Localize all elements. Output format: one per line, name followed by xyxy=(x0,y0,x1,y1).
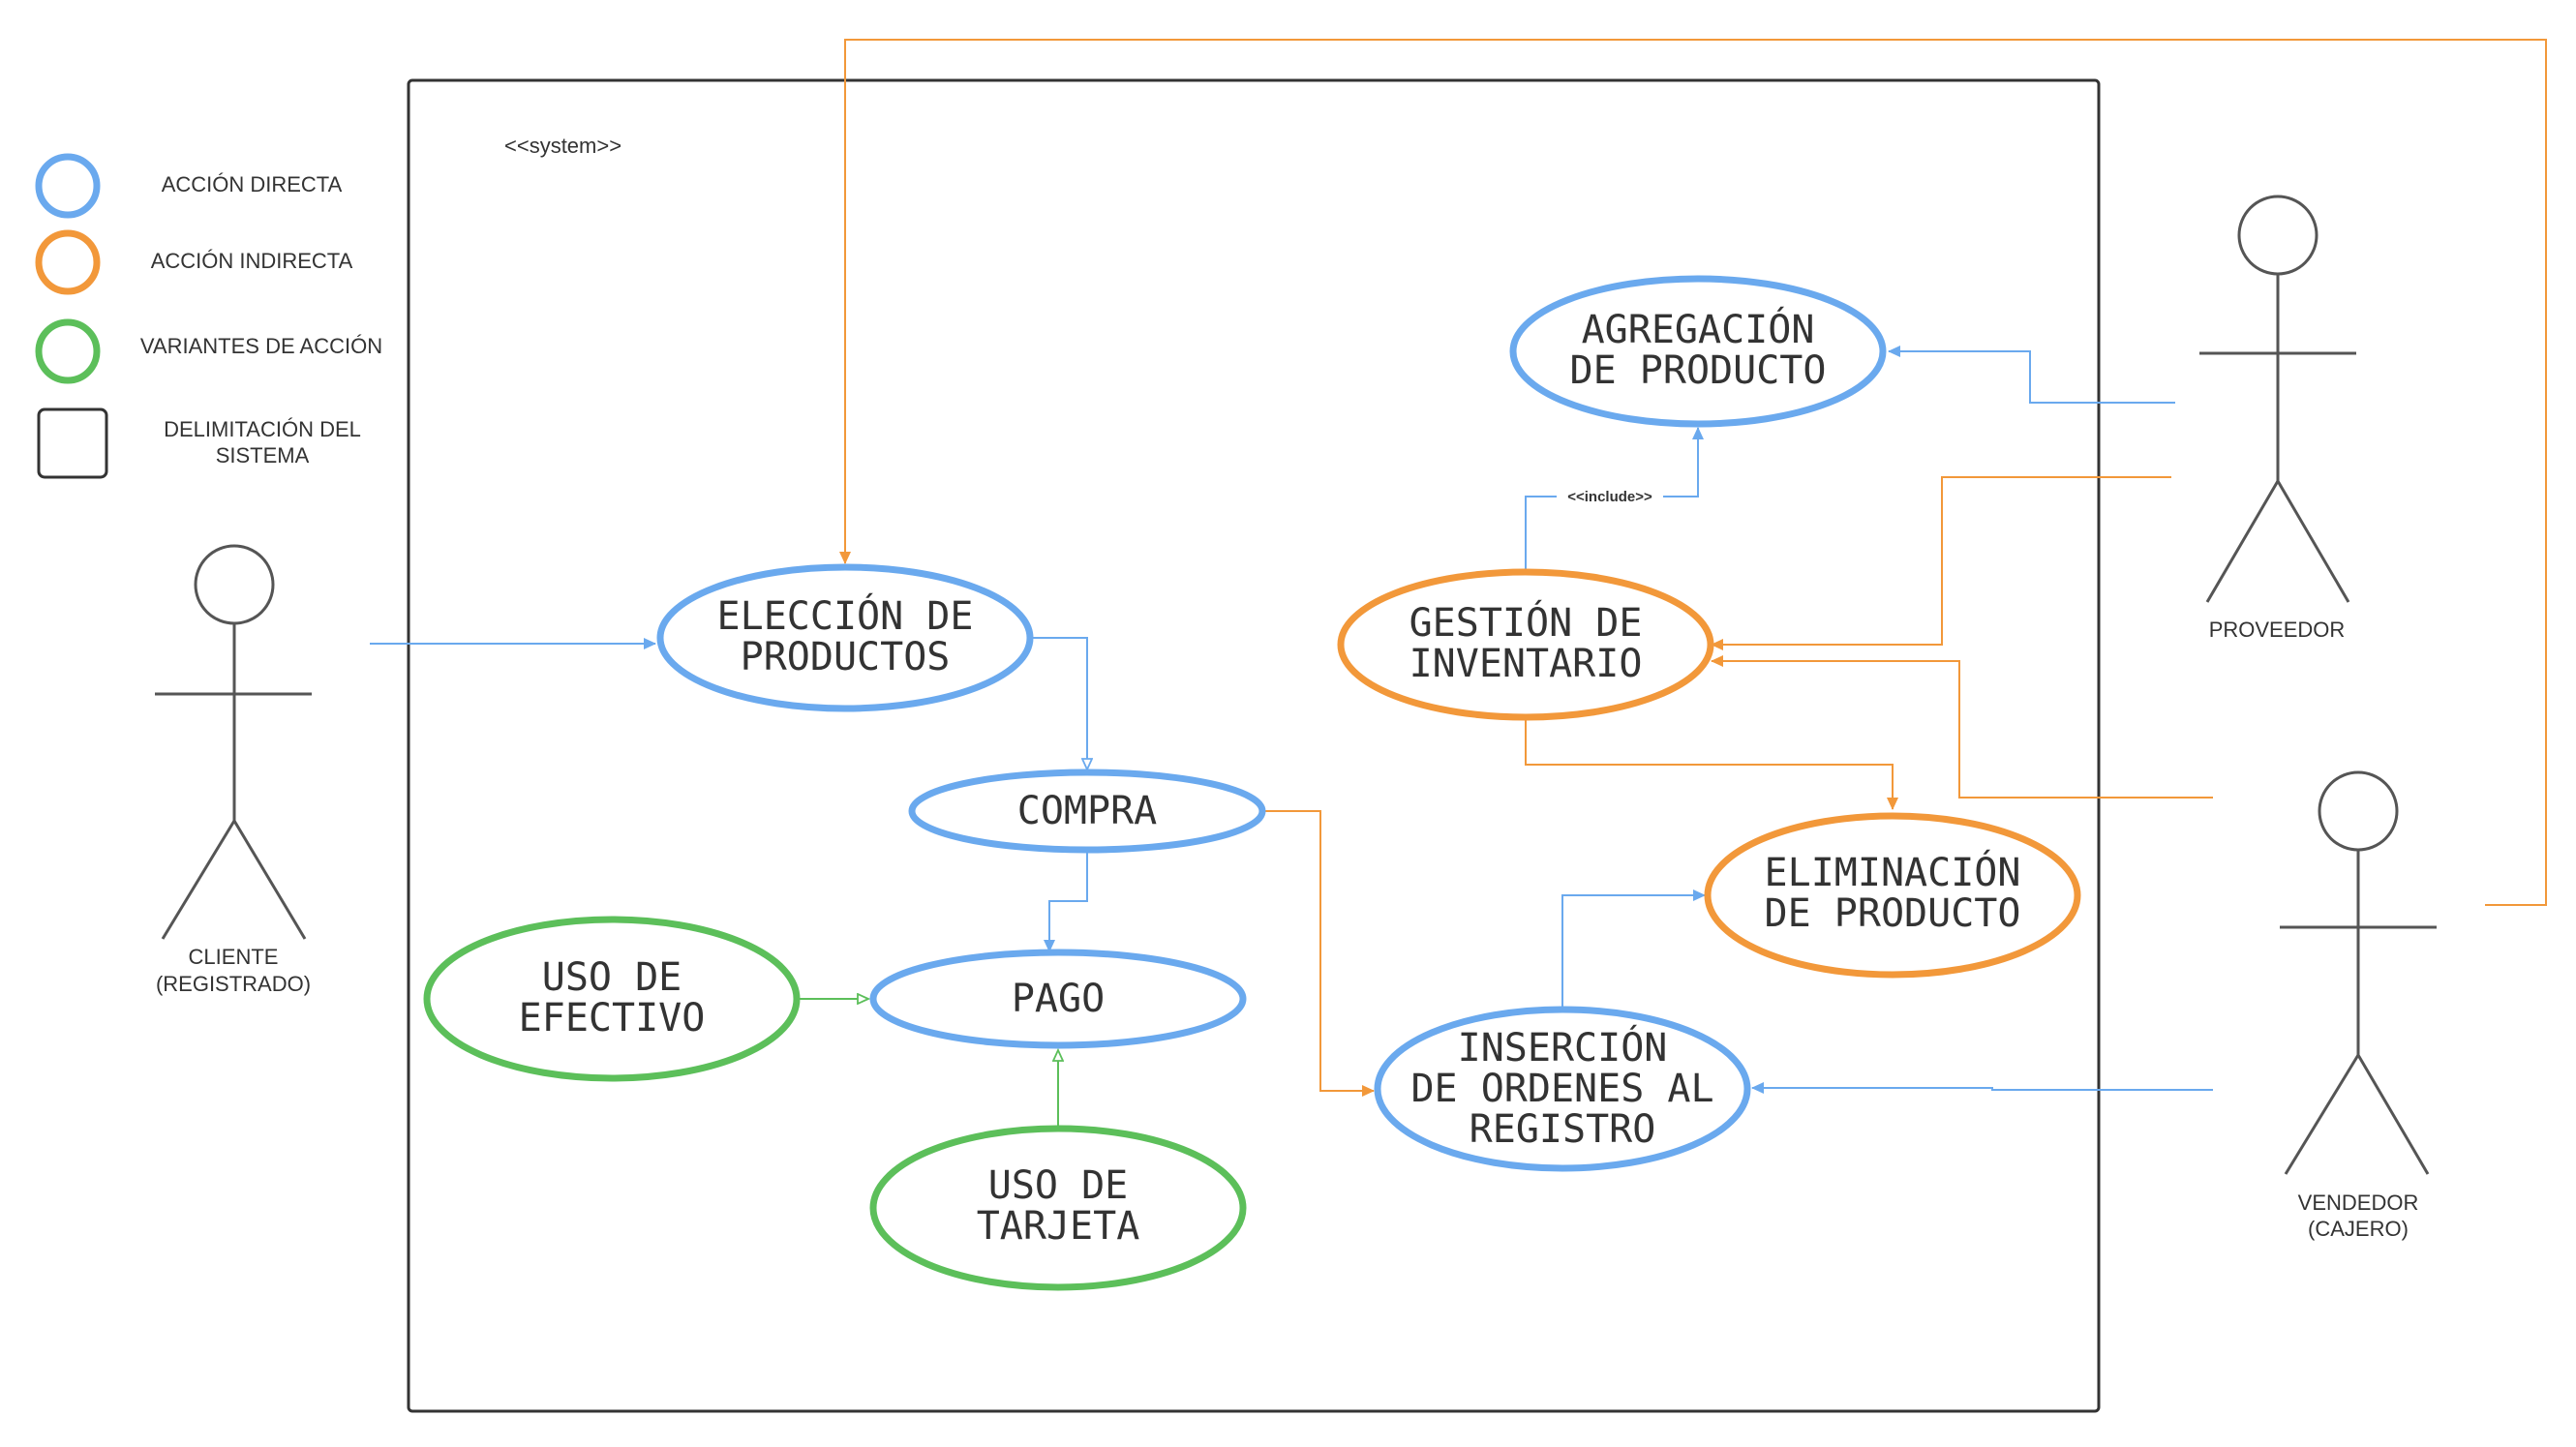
usecase-pago[interactable]: PAGO xyxy=(869,949,1247,1049)
legend-variants-swatch xyxy=(35,318,101,384)
usecase-agregacion-line2: DE PRODUCTO xyxy=(1570,348,1827,393)
connector-eleccion-compra xyxy=(1031,637,1087,769)
connector-vendedor-gestion xyxy=(1711,655,2213,799)
usecase-uso-efectivo[interactable]: USO DE EFECTIVO xyxy=(423,916,801,1082)
usecase-insercion-line2: DE ORDENES AL xyxy=(1410,1067,1713,1111)
usecase-efectivo-line2: EFECTIVO xyxy=(519,996,706,1040)
usecase-eliminacion-line1: ELIMINACIÓN xyxy=(1765,849,2021,895)
usecase-gestion-line2: INVENTARIO xyxy=(1409,642,1643,686)
connector-compra-pago xyxy=(1044,852,1088,952)
legend-indirect-label: ACCIÓN INDIRECTA xyxy=(151,249,353,273)
actor-cliente-label-line2: (REGISTRADO) xyxy=(156,972,311,996)
include-label-bg xyxy=(1557,486,1663,507)
actor-cliente-label-line1: CLIENTE xyxy=(189,945,279,969)
usecase-eliminacion-line2: DE PRODUCTO xyxy=(1765,891,2021,936)
connector-compra-insercion xyxy=(1263,810,1375,1097)
legend-boundary-label-line1: DELIMITACIÓN DEL xyxy=(164,417,361,441)
usecase-gestion-line1: GESTIÓN DE xyxy=(1409,599,1643,646)
actor-cliente xyxy=(155,544,312,940)
connector-gestion-eliminacion xyxy=(1525,718,1898,810)
usecase-insercion-line3: REGISTRO xyxy=(1470,1107,1656,1152)
actor-vendedor-label-line2: (CAJERO) xyxy=(2308,1217,2409,1241)
actor-proveedor-label: PROVEEDOR xyxy=(2209,618,2346,642)
usecase-agregacion-line1: AGREGACIÓN xyxy=(1582,306,1815,352)
legend-boundary-label-line2: SISTEMA xyxy=(216,443,310,467)
connector-vendedor-insercion xyxy=(1751,1082,2213,1094)
include-label: <<include>> xyxy=(1567,489,1652,505)
usecase-compra[interactable]: COMPRA xyxy=(908,769,1266,854)
connector-proveedor-agregacion xyxy=(1888,346,2175,404)
legend-variants-label: VARIANTES DE ACCIÓN xyxy=(140,334,382,358)
legend-indirect-swatch xyxy=(35,229,101,295)
usecase-eliminacion-producto[interactable]: ELIMINACIÓN DE PRODUCTO xyxy=(1704,812,2081,979)
actor-proveedor xyxy=(2199,195,2356,603)
legend-direct-swatch xyxy=(35,153,101,219)
legend-direct-label: ACCIÓN DIRECTA xyxy=(162,172,343,196)
usecase-gestion-inventario[interactable]: GESTIÓN DE INVENTARIO xyxy=(1337,568,1714,721)
connector-insercion-eliminacion xyxy=(1561,889,1706,1009)
usecase-insercion-ordenes[interactable]: INSERCIÓN DE ORDENES AL REGISTRO xyxy=(1374,1006,1751,1172)
usecase-agregacion-producto[interactable]: AGREGACIÓN DE PRODUCTO xyxy=(1509,275,1887,428)
connector-vendedor-eleccion xyxy=(839,39,2547,906)
connector-proveedor-gestion xyxy=(1711,476,2171,650)
legend-boundary-swatch xyxy=(37,407,108,479)
usecase-tarjeta-line1: USO DE xyxy=(988,1163,1129,1208)
system-boundary xyxy=(407,78,2101,1413)
actor-vendedor xyxy=(2280,770,2437,1175)
usecase-eleccion-line1: ELECCIÓN DE xyxy=(717,592,974,639)
usecase-eleccion-line2: PRODUCTOS xyxy=(741,635,951,679)
usecase-compra-label: COMPRA xyxy=(1017,789,1158,833)
system-stereotype: <<system>> xyxy=(504,134,621,158)
usecase-tarjeta-line2: TARJETA xyxy=(977,1204,1140,1249)
usecase-eleccion-productos[interactable]: ELECCIÓN DE PRODUCTOS xyxy=(656,563,1034,712)
usecase-efectivo-line1: USO DE xyxy=(542,955,682,1000)
actor-vendedor-label-line1: VENDEDOR xyxy=(2298,1191,2419,1215)
usecase-uso-tarjeta[interactable]: USO DE TARJETA xyxy=(869,1125,1247,1291)
usecase-pago-label: PAGO xyxy=(1012,977,1105,1021)
usecase-insercion-line1: INSERCIÓN xyxy=(1458,1024,1668,1070)
